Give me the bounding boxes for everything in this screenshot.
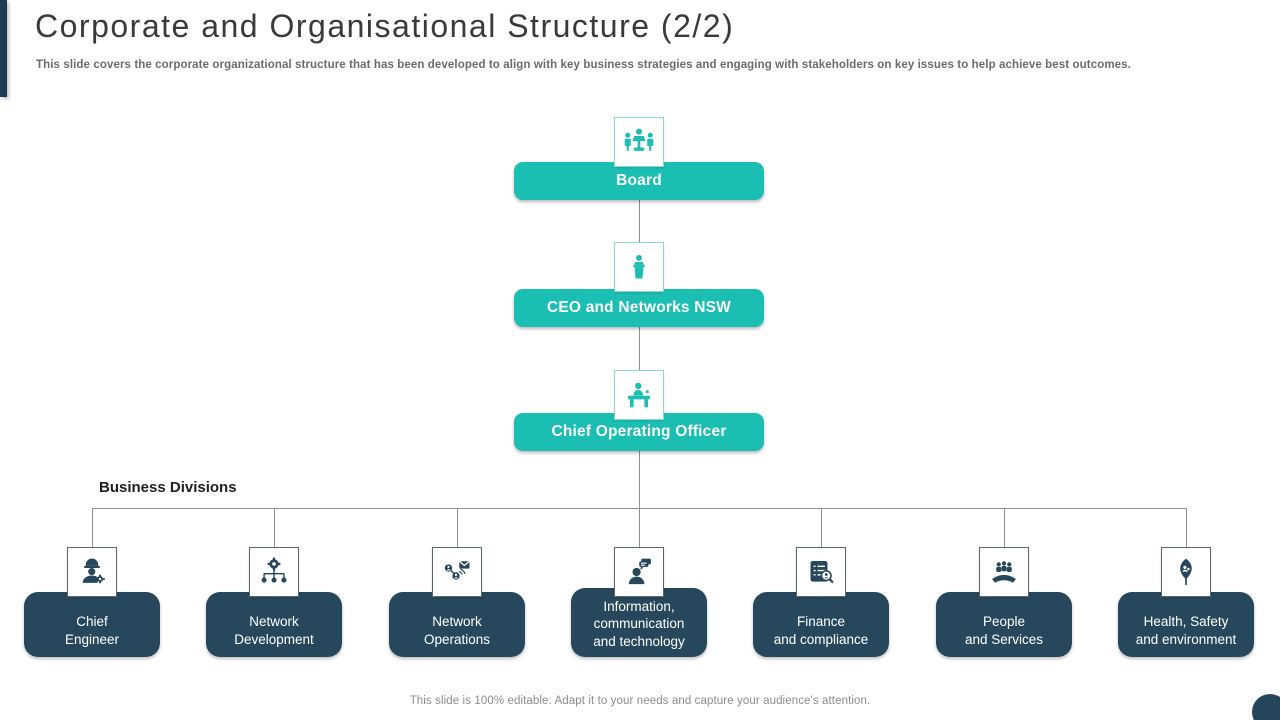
finance-compliance-icon-tile[interactable] — [796, 547, 846, 597]
ceo-icon-tile[interactable] — [614, 242, 664, 292]
division-label: Chief Engineer — [64, 614, 120, 647]
division-network-operations[interactable]: Network Operations — [389, 592, 525, 657]
network-operations-icon-tile[interactable] — [432, 547, 482, 597]
network-development-icon — [257, 555, 291, 589]
engineer-icon — [75, 555, 109, 589]
network-operations-icon — [440, 555, 474, 589]
people-services-icon — [987, 555, 1021, 589]
org-node-board[interactable]: Board — [514, 162, 764, 200]
chief-engineer-icon-tile[interactable] — [67, 547, 117, 597]
people-services-icon-tile[interactable] — [979, 547, 1029, 597]
division-ict[interactable]: Information, communication and technolog… — [571, 588, 707, 657]
division-health-safety[interactable]: Health, Safety and environment — [1118, 592, 1254, 657]
division-network-development[interactable]: Network Development — [206, 592, 342, 657]
corner-dot-decoration — [1252, 694, 1280, 720]
page-subtitle: This slide covers the corporate organiza… — [36, 59, 1131, 71]
stub-division-6 — [1004, 508, 1005, 547]
network-development-icon-tile[interactable] — [249, 547, 299, 597]
division-label: Information, communication and technolog… — [593, 598, 685, 649]
org-node-board-label: Board — [616, 172, 662, 189]
coo-icon-tile[interactable] — [614, 370, 664, 420]
finance-compliance-icon — [804, 555, 838, 589]
org-node-coo-label: Chief Operating Officer — [551, 423, 727, 440]
ceo-podium-icon — [622, 250, 656, 284]
footer-note: This slide is 100% editable. Adapt it to… — [409, 695, 871, 707]
communication-icon — [622, 555, 656, 589]
division-label: Network Development — [234, 614, 314, 647]
stub-division-3 — [457, 508, 458, 547]
connector-coo-divisions — [639, 451, 640, 547]
connector-board-ceo — [639, 200, 640, 242]
communication-icon-tile[interactable] — [614, 547, 664, 597]
coo-desk-icon — [621, 377, 657, 413]
division-label: Finance and compliance — [773, 614, 869, 647]
division-label: Health, Safety and environment — [1135, 614, 1237, 647]
business-divisions-label: Business Divisions — [99, 479, 237, 496]
page-title: Corporate and Organisational Structure (… — [35, 8, 735, 44]
health-safety-icon — [1169, 555, 1203, 589]
stub-division-7 — [1186, 508, 1187, 547]
stub-division-1 — [92, 508, 93, 547]
divisions-bus-line — [92, 508, 1186, 509]
org-node-ceo[interactable]: CEO and Networks NSW — [514, 289, 764, 327]
division-finance-compliance[interactable]: Finance and compliance — [753, 592, 889, 657]
division-chief-engineer[interactable]: Chief Engineer — [24, 592, 160, 657]
division-label: Network Operations — [423, 614, 491, 647]
board-icon-tile[interactable] — [614, 117, 664, 167]
stub-division-2 — [274, 508, 275, 547]
health-safety-icon-tile[interactable] — [1161, 547, 1211, 597]
title-accent-bar — [0, 0, 7, 97]
stub-division-5 — [821, 508, 822, 547]
division-people-services[interactable]: People and Services — [936, 592, 1072, 657]
org-node-ceo-label: CEO and Networks NSW — [547, 299, 731, 316]
board-meeting-icon — [621, 124, 657, 160]
connector-ceo-coo — [639, 327, 640, 370]
division-label: People and Services — [964, 614, 1044, 647]
